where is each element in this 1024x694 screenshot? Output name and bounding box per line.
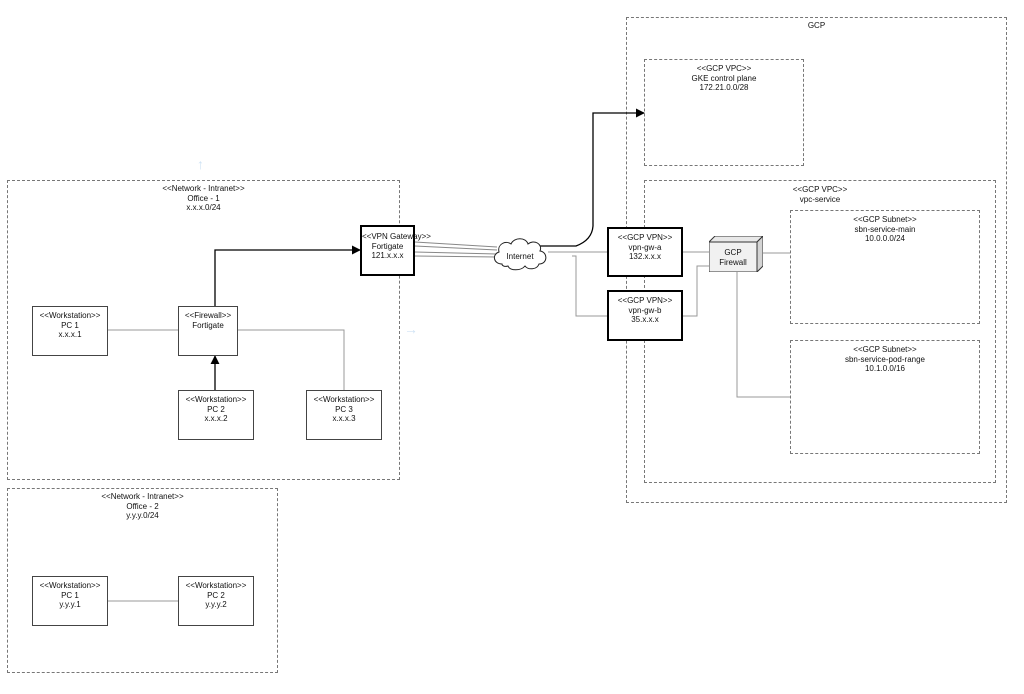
o1-pc1-name: PC 1 bbox=[61, 320, 79, 330]
vpn-gateway-fortigate[interactable]: <<VPN Gateway>> Fortigate 121.x.x.x bbox=[360, 225, 431, 276]
arrow-right-icon[interactable]: → bbox=[404, 321, 418, 337]
office2-cidr: y.y.y.0/24 bbox=[126, 511, 159, 520]
gcp-firewall-line1: GCP bbox=[724, 248, 742, 257]
vpc-service-stereotype: <<GCP VPC>> bbox=[792, 185, 848, 194]
tunnel-line-2 bbox=[414, 245, 498, 251]
subnet-pod-cidr: 10.1.0.0/16 bbox=[864, 364, 906, 373]
o2-pc2-ip: y.y.y.2 bbox=[205, 600, 227, 609]
office-2-network[interactable]: <<Network - Intranet>> Office - 2 y.y.y.… bbox=[7, 488, 278, 673]
subnet-main-name: sbn-service-main bbox=[854, 224, 916, 234]
vpngw-ip: 121.x.x.x bbox=[371, 251, 404, 260]
office1-name: Office - 1 bbox=[187, 193, 220, 203]
office-1-network[interactable]: <<Network - Intranet>> Office - 1 x.x.x.… bbox=[7, 180, 400, 480]
subnet-pod-stereotype: <<GCP Subnet>> bbox=[853, 345, 917, 354]
o2-pc1-stereotype: <<Workstation>> bbox=[39, 581, 101, 590]
o1-pc1-stereotype: <<Workstation>> bbox=[39, 311, 101, 320]
gke-stereotype: <<GCP VPC>> bbox=[696, 64, 752, 73]
firewall-stereotype: <<Firewall>> bbox=[184, 311, 232, 320]
arrow-up-icon[interactable]: ↑ bbox=[197, 156, 204, 172]
gke-name: GKE control plane bbox=[691, 73, 757, 83]
o2-pc2-stereotype: <<Workstation>> bbox=[185, 581, 247, 590]
gcp-title: GCP bbox=[807, 21, 826, 30]
gcp-firewall-line2: Firewall bbox=[719, 258, 747, 267]
vpn-a-stereotype: <<GCP VPN>> bbox=[617, 233, 673, 242]
o2-pc2-name: PC 2 bbox=[207, 590, 225, 600]
o1-pc2-ip: x.x.x.2 bbox=[204, 414, 228, 423]
vpc-service-name: vpc-service bbox=[799, 194, 841, 204]
o1-pc2-name: PC 2 bbox=[207, 404, 225, 414]
internet-cloud[interactable]: Internet bbox=[490, 234, 550, 272]
office2-pc1[interactable]: <<Workstation>> PC 1 y.y.y.1 bbox=[32, 576, 108, 626]
vpn-b-name: vpn-gw-b bbox=[628, 305, 662, 315]
tunnel-line-3 bbox=[414, 251, 498, 255]
vpn-a-ip: 132.x.x.x bbox=[628, 252, 661, 261]
office2-stereotype: <<Network - Intranet>> bbox=[101, 492, 184, 501]
subnet-pod-name: sbn-service-pod-range bbox=[844, 354, 926, 364]
o1-pc3-stereotype: <<Workstation>> bbox=[313, 395, 375, 404]
subnet-main-cidr: 10.0.0.0/24 bbox=[864, 234, 906, 243]
office1-cidr: x.x.x.0/24 bbox=[186, 203, 221, 212]
office1-stereotype: <<Network - Intranet>> bbox=[162, 184, 245, 193]
vpn-b-stereotype: <<GCP VPN>> bbox=[617, 296, 673, 305]
o2-pc1-ip: y.y.y.1 bbox=[59, 600, 81, 609]
o1-pc3-name: PC 3 bbox=[335, 404, 353, 414]
vpn-gw-a[interactable]: <<GCP VPN>> vpn-gw-a 132.x.x.x bbox=[607, 227, 683, 277]
vpn-gw-b[interactable]: <<GCP VPN>> vpn-gw-b 35.x.x.x bbox=[607, 290, 683, 341]
subnet-service-pod-range[interactable]: <<GCP Subnet>> sbn-service-pod-range 10.… bbox=[790, 340, 980, 454]
cloud-icon bbox=[494, 238, 547, 271]
vpn-b-ip: 35.x.x.x bbox=[631, 315, 659, 324]
office1-pc1[interactable]: <<Workstation>> PC 1 x.x.x.1 bbox=[32, 306, 108, 356]
gke-control-plane-vpc[interactable]: <<GCP VPC>> GKE control plane 172.21.0.0… bbox=[644, 59, 804, 166]
firewall-name: Fortigate bbox=[192, 320, 224, 330]
vpngw-name: Fortigate bbox=[371, 241, 404, 251]
vpn-a-name: vpn-gw-a bbox=[628, 242, 662, 252]
gcp-firewall[interactable]: GCP Firewall bbox=[709, 236, 763, 272]
firewall-fortigate[interactable]: <<Firewall>> Fortigate bbox=[178, 306, 238, 356]
o1-pc2-stereotype: <<Workstation>> bbox=[185, 395, 247, 404]
o2-pc1-name: PC 1 bbox=[61, 590, 79, 600]
office2-pc2[interactable]: <<Workstation>> PC 2 y.y.y.2 bbox=[178, 576, 254, 626]
subnet-main-stereotype: <<GCP Subnet>> bbox=[853, 215, 917, 224]
link-internet-vpnb bbox=[572, 255, 607, 317]
tunnel-line-1 bbox=[414, 241, 498, 248]
office1-pc3[interactable]: <<Workstation>> PC 3 x.x.x.3 bbox=[306, 390, 382, 440]
firewall-3d-icon bbox=[709, 236, 763, 272]
office2-name: Office - 2 bbox=[126, 501, 159, 511]
tunnel-line-4 bbox=[414, 255, 498, 258]
subnet-service-main[interactable]: <<GCP Subnet>> sbn-service-main 10.0.0.0… bbox=[790, 210, 980, 324]
office1-pc2[interactable]: <<Workstation>> PC 2 x.x.x.2 bbox=[178, 390, 254, 440]
gke-cidr: 172.21.0.0/28 bbox=[699, 83, 749, 92]
internet-label: Internet bbox=[506, 252, 534, 261]
o1-pc1-ip: x.x.x.1 bbox=[58, 330, 82, 339]
vpngw-stereotype: <<VPN Gateway>> bbox=[362, 232, 431, 241]
o1-pc3-ip: x.x.x.3 bbox=[332, 414, 356, 423]
